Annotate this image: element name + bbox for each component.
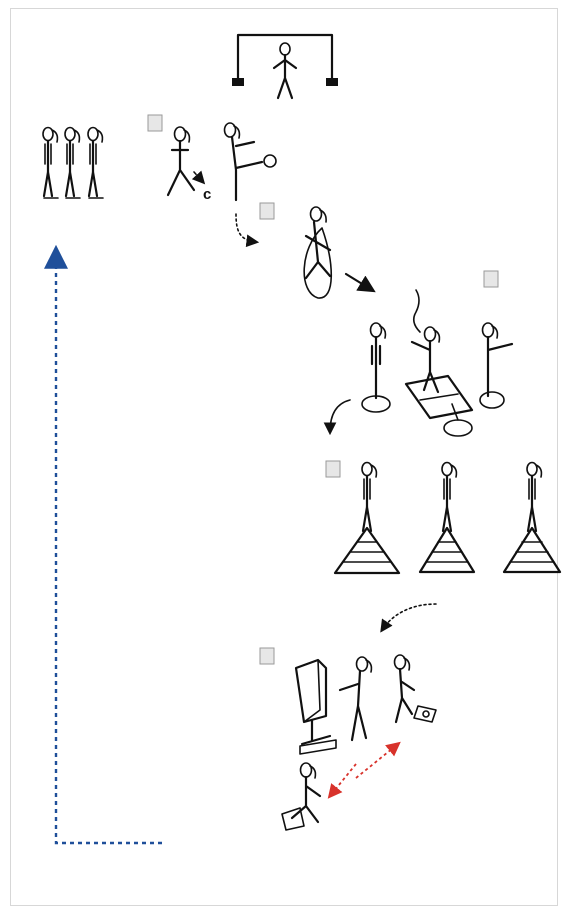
label-a xyxy=(148,115,162,131)
arrow-a-to-b xyxy=(236,214,256,242)
station-a-kick-figure xyxy=(225,123,277,200)
arrow-c-to-d xyxy=(330,400,350,432)
station-d-step-1 xyxy=(335,463,399,574)
pass-arrow-up xyxy=(356,744,398,778)
svg-text:c: c xyxy=(203,186,211,203)
station-a-dribble-figure: c xyxy=(168,127,211,203)
station-d-step-3 xyxy=(504,463,560,573)
arrow-d-to-e xyxy=(382,604,436,630)
label-d xyxy=(326,461,340,477)
return-path-arrow xyxy=(56,252,162,843)
station-e-figure-sitting xyxy=(282,763,320,830)
label-b xyxy=(260,203,274,219)
station-c-figure-center xyxy=(412,290,439,392)
arrow-b-to-c xyxy=(346,274,372,290)
station-e-rebound-wall xyxy=(296,660,336,754)
goalkeeper-figure xyxy=(274,43,296,98)
station-c-figure-right xyxy=(480,323,512,408)
label-c xyxy=(484,271,498,287)
station-e-figure-shooting xyxy=(340,657,371,740)
station-c-balance-board xyxy=(406,376,472,436)
station-d-step-2 xyxy=(420,463,474,573)
pass-arrow-down xyxy=(330,764,356,796)
label-e xyxy=(260,648,274,664)
station-c-figure-left xyxy=(362,323,390,412)
station-b-jump-figure xyxy=(304,207,331,298)
station-e-figure-right xyxy=(395,655,437,722)
waiting-players xyxy=(43,128,103,199)
